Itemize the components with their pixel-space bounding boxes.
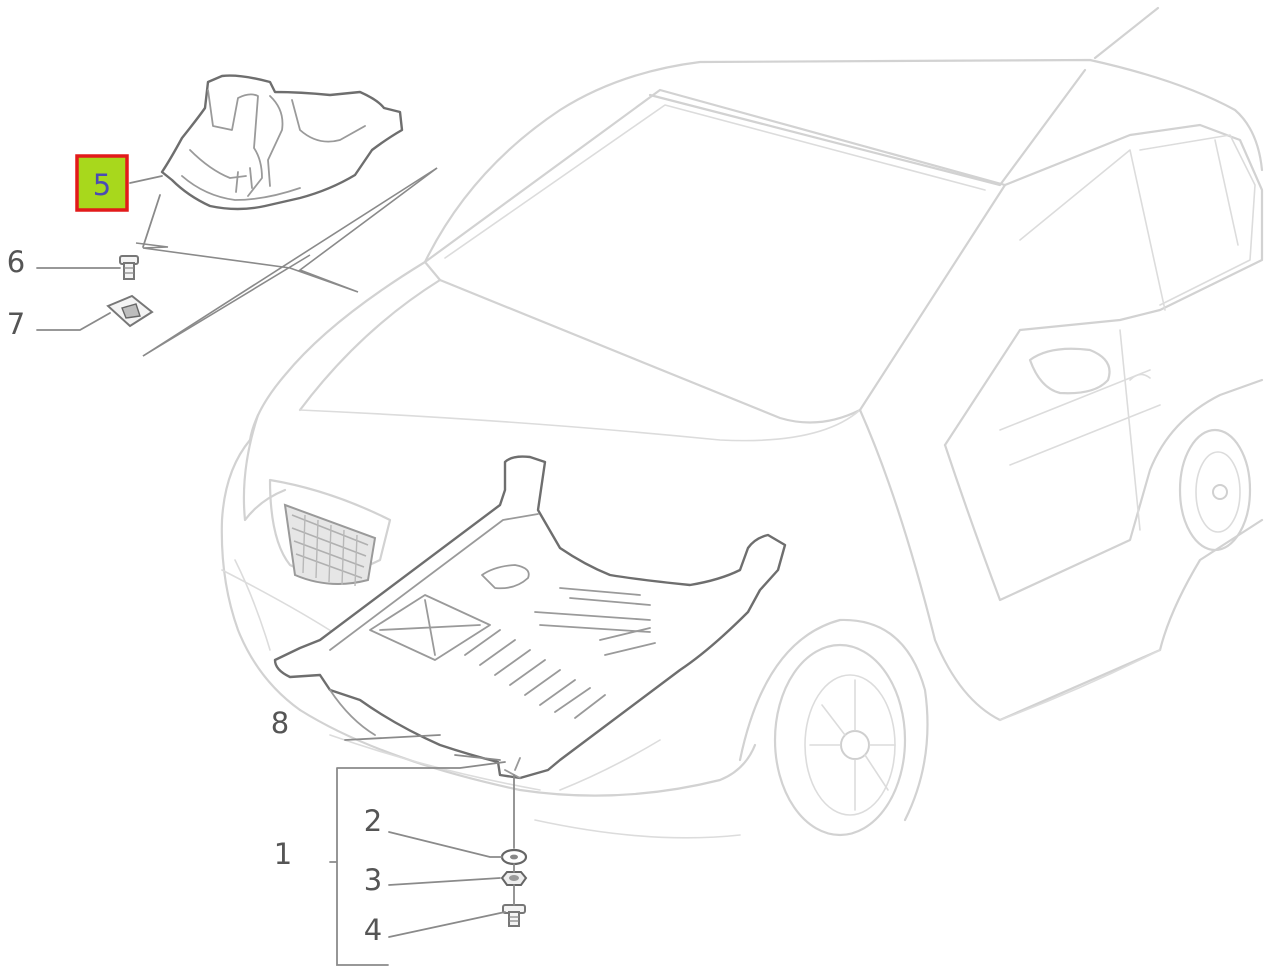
part-4-bolt — [502, 904, 526, 927]
part-3-nut — [500, 871, 528, 886]
label-4: 4 — [364, 913, 382, 947]
car-outline — [220, 6, 1264, 839]
leader-4 — [388, 911, 506, 938]
part-7-clip — [106, 294, 154, 328]
labels: 5 6 7 8 1 2 3 4 — [7, 154, 382, 947]
label-8: 8 — [271, 706, 289, 740]
label-2: 2 — [364, 804, 382, 838]
cut-line-lower — [142, 254, 311, 357]
label-3: 3 — [364, 863, 382, 897]
callout-highlight-5[interactable] — [75, 154, 129, 212]
label-7: 7 — [7, 307, 25, 341]
leader-5 — [129, 175, 163, 184]
leader-8 — [344, 734, 441, 741]
leader-2 — [388, 831, 503, 858]
leader-5b — [142, 194, 161, 248]
label-5[interactable]: 5 — [93, 168, 111, 202]
part-2-washer — [500, 848, 528, 866]
leader-7 — [36, 312, 111, 331]
part-5-shield — [160, 74, 404, 211]
label-1: 1 — [274, 837, 292, 871]
part-6-screw — [119, 255, 139, 280]
bracket-1 — [329, 761, 506, 966]
leader-8b — [454, 754, 501, 761]
leader-3 — [388, 877, 501, 886]
cut-line-upper — [142, 167, 438, 357]
part-8-skid-plate — [273, 455, 787, 780]
leader-lines — [36, 175, 515, 966]
grille — [283, 503, 377, 587]
label-6: 6 — [7, 245, 25, 279]
